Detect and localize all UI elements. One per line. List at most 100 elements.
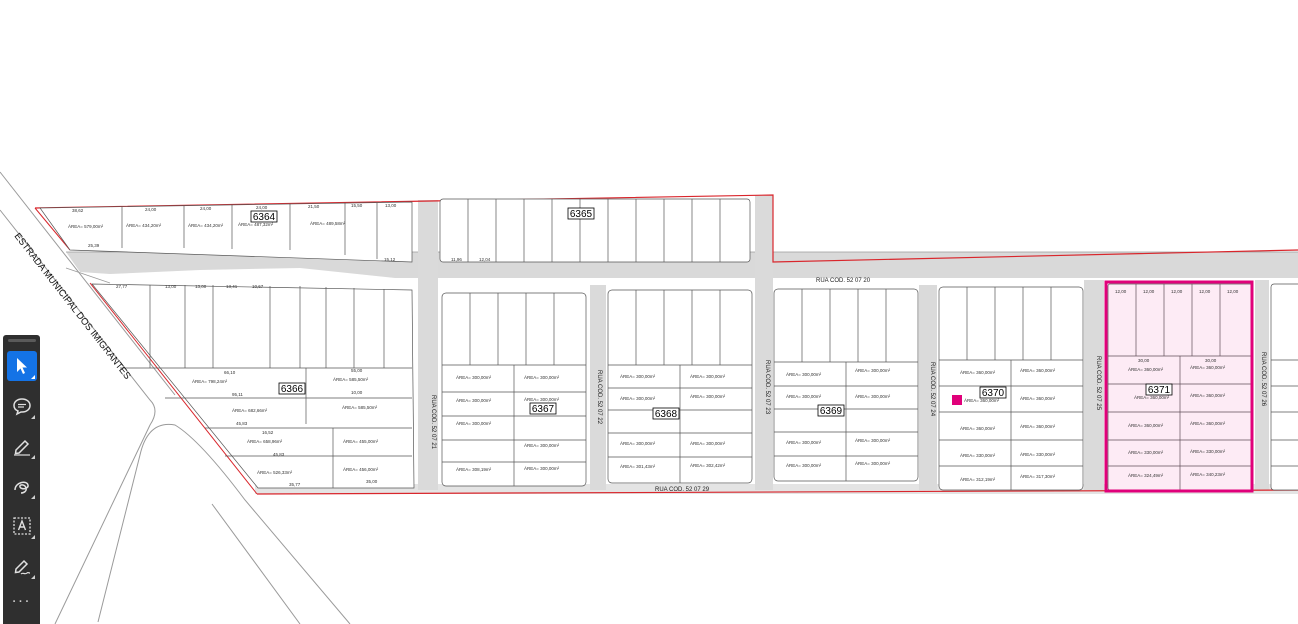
svg-text:10,00: 10,00 [351, 390, 363, 395]
sign-tool-button[interactable] [7, 551, 37, 581]
svg-text:ÁREA= 360,00m²: ÁREA= 360,00m² [1128, 422, 1164, 428]
svg-text:ÁREA= 658,96m²: ÁREA= 658,96m² [247, 438, 283, 444]
svg-text:ÁREA= 300,00m²: ÁREA= 300,00m² [786, 371, 822, 377]
svg-text:ÁREA= 300,00m²: ÁREA= 300,00m² [620, 373, 656, 379]
svg-text:ÁREA= 330,00m²: ÁREA= 330,00m² [1020, 451, 1056, 457]
svg-text:ÁREA= 300,00m²: ÁREA= 300,00m² [690, 373, 726, 379]
svg-text:ÁREA= 360,00m²: ÁREA= 360,00m² [1134, 394, 1170, 400]
block-6367 [441, 292, 587, 487]
svg-text:ÁREA= 360,00m²: ÁREA= 360,00m² [960, 369, 996, 375]
svg-text:ÁREA= 300,00m²: ÁREA= 300,00m² [524, 374, 560, 380]
svg-text:ÁREA= 300,00m²: ÁREA= 300,00m² [786, 439, 822, 445]
svg-text:ÁREA= 302,42m²: ÁREA= 302,42m² [690, 462, 726, 468]
svg-text:13,00: 13,00 [195, 284, 207, 289]
road-label-rua-25: RUA COD. 52 07 25 [1095, 356, 1101, 411]
svg-text:ÁREA= 456,00m²: ÁREA= 456,00m² [343, 466, 379, 472]
svg-text:ÁREA= 360,00m²: ÁREA= 360,00m² [1128, 366, 1164, 372]
svg-text:ÁREA= 330,00m²: ÁREA= 330,00m² [1128, 449, 1164, 455]
svg-text:ÁREA= 360,00m²: ÁREA= 360,00m² [1020, 423, 1056, 429]
draw-tool-button[interactable] [7, 471, 37, 501]
svg-text:ÁREA= 300,00m²: ÁREA= 300,00m² [620, 440, 656, 446]
block-label-6370: 6370 [982, 388, 1005, 399]
arrow-pointer-icon [16, 358, 27, 374]
svg-text:ÁREA= 798,24m²: ÁREA= 798,24m² [192, 378, 228, 384]
svg-text:ÁREA= 360,00m²: ÁREA= 360,00m² [1190, 392, 1226, 398]
svg-text:ÁREA= 360,00m²: ÁREA= 360,00m² [1020, 367, 1056, 373]
svg-text:12,00: 12,00 [1143, 289, 1155, 294]
svg-text:ÁREA= 360,00m²: ÁREA= 360,00m² [1190, 420, 1226, 426]
svg-text:45,83: 45,83 [273, 452, 285, 457]
more-tools-button[interactable]: ... [11, 589, 32, 606]
select-tool-button[interactable] [6, 351, 37, 381]
block-6365 [439, 198, 751, 263]
svg-text:15,50: 15,50 [351, 203, 363, 208]
highlight-tool-button[interactable] [7, 431, 37, 461]
svg-text:ÁREA= 340,23m²: ÁREA= 340,23m² [1190, 471, 1226, 477]
svg-text:ÁREA= 300,00m²: ÁREA= 300,00m² [456, 397, 492, 403]
svg-text:ÁREA= 434,20m²: ÁREA= 434,20m² [188, 222, 224, 228]
block-6366 [91, 283, 415, 489]
svg-text:15,12: 15,12 [384, 257, 396, 262]
svg-text:25,39: 25,39 [88, 243, 100, 248]
svg-text:30,00: 30,00 [1205, 358, 1217, 363]
svg-text:ÁREA= 300,00m²: ÁREA= 300,00m² [524, 442, 560, 448]
svg-text:45,83: 45,83 [236, 421, 248, 426]
svg-text:ÁREA= 487,32m²: ÁREA= 487,32m² [238, 221, 274, 227]
svg-text:35,77: 35,77 [289, 482, 301, 487]
svg-text:24,00: 24,00 [200, 206, 212, 211]
block-6368 [607, 289, 753, 484]
svg-text:13,00: 13,00 [385, 203, 397, 208]
svg-text:38,62: 38,62 [72, 208, 84, 213]
svg-text:ÁREA= 360,00m²: ÁREA= 360,00m² [964, 397, 1000, 403]
svg-text:13,00: 13,00 [165, 284, 177, 289]
svg-text:ÁREA= 360,00m²: ÁREA= 360,00m² [1020, 395, 1056, 401]
freehand-icon [13, 481, 29, 494]
svg-text:13,41: 13,41 [226, 284, 238, 289]
svg-text:95,11: 95,11 [232, 392, 243, 397]
svg-text:ÁREA= 360,00m²: ÁREA= 360,00m² [960, 425, 996, 431]
block-label-6368: 6368 [655, 409, 678, 420]
svg-text:27,77: 27,77 [116, 284, 128, 289]
svg-text:55,00: 55,00 [351, 368, 363, 373]
road-label-rua-26: RUA COD. 52 07 26 [1260, 352, 1266, 407]
svg-text:ÁREA= 434,20m²: ÁREA= 434,20m² [126, 222, 162, 228]
svg-text:16,52: 16,52 [262, 430, 274, 435]
svg-text:ÁREA= 455,00m²: ÁREA= 455,00m² [343, 438, 379, 444]
block-6364 [39, 201, 413, 263]
block-label-6371: 6371 [1148, 385, 1171, 396]
svg-text:ÁREA= 489,58m²: ÁREA= 489,58m² [310, 220, 346, 226]
comment-tool-button[interactable] [7, 391, 37, 421]
svg-text:12,00: 12,00 [1171, 289, 1183, 294]
svg-text:ÁREA= 300,00m²: ÁREA= 300,00m² [620, 395, 656, 401]
toolbar-grip[interactable] [7, 339, 36, 342]
block-label-6364: 6364 [253, 212, 276, 223]
svg-text:ÁREA= 579,00m²: ÁREA= 579,00m² [68, 223, 104, 229]
svg-text:ÁREA= 312,19m²: ÁREA= 312,19m² [960, 476, 996, 482]
pen-icon [13, 439, 30, 456]
svg-text:12,00: 12,00 [1199, 289, 1211, 294]
svg-text:10,67: 10,67 [252, 284, 264, 289]
comment-icon [12, 398, 31, 416]
block-label-6367: 6367 [532, 404, 555, 415]
svg-text:ÁREA= 300,00m²: ÁREA= 300,00m² [690, 440, 726, 446]
svg-text:ÁREA= 682,66m²: ÁREA= 682,66m² [232, 407, 268, 413]
svg-text:ÁREA= 300,00m²: ÁREA= 300,00m² [786, 462, 822, 468]
block-label-6369: 6369 [820, 406, 843, 417]
svg-text:12,00: 12,00 [1115, 289, 1127, 294]
svg-text:ÁREA= 300,00m²: ÁREA= 300,00m² [855, 437, 891, 443]
svg-text:ÁREA= 330,00m²: ÁREA= 330,00m² [960, 452, 996, 458]
svg-text:ÁREA= 585,50m²: ÁREA= 585,50m² [342, 404, 378, 410]
text-box-tool-button[interactable] [7, 511, 37, 541]
road-label-rua-22: RUA COD. 52 07 22 [596, 370, 602, 425]
svg-text:ÁREA= 324,49m²: ÁREA= 324,49m² [1128, 472, 1164, 478]
svg-text:ÁREA= 300,00m²: ÁREA= 300,00m² [786, 393, 822, 399]
road-label-rua-23: RUA COD. 52 07 23 [764, 360, 770, 415]
block-6370 [938, 286, 1084, 491]
svg-text:11,96: 11,96 [451, 257, 462, 262]
svg-text:ÁREA= 300,00m²: ÁREA= 300,00m² [456, 374, 492, 380]
svg-text:ÁREA= 330,00m²: ÁREA= 330,00m² [1190, 448, 1226, 454]
svg-text:35,00: 35,00 [366, 479, 378, 484]
svg-text:ÁREA= 585,50m²: ÁREA= 585,50m² [333, 376, 369, 382]
